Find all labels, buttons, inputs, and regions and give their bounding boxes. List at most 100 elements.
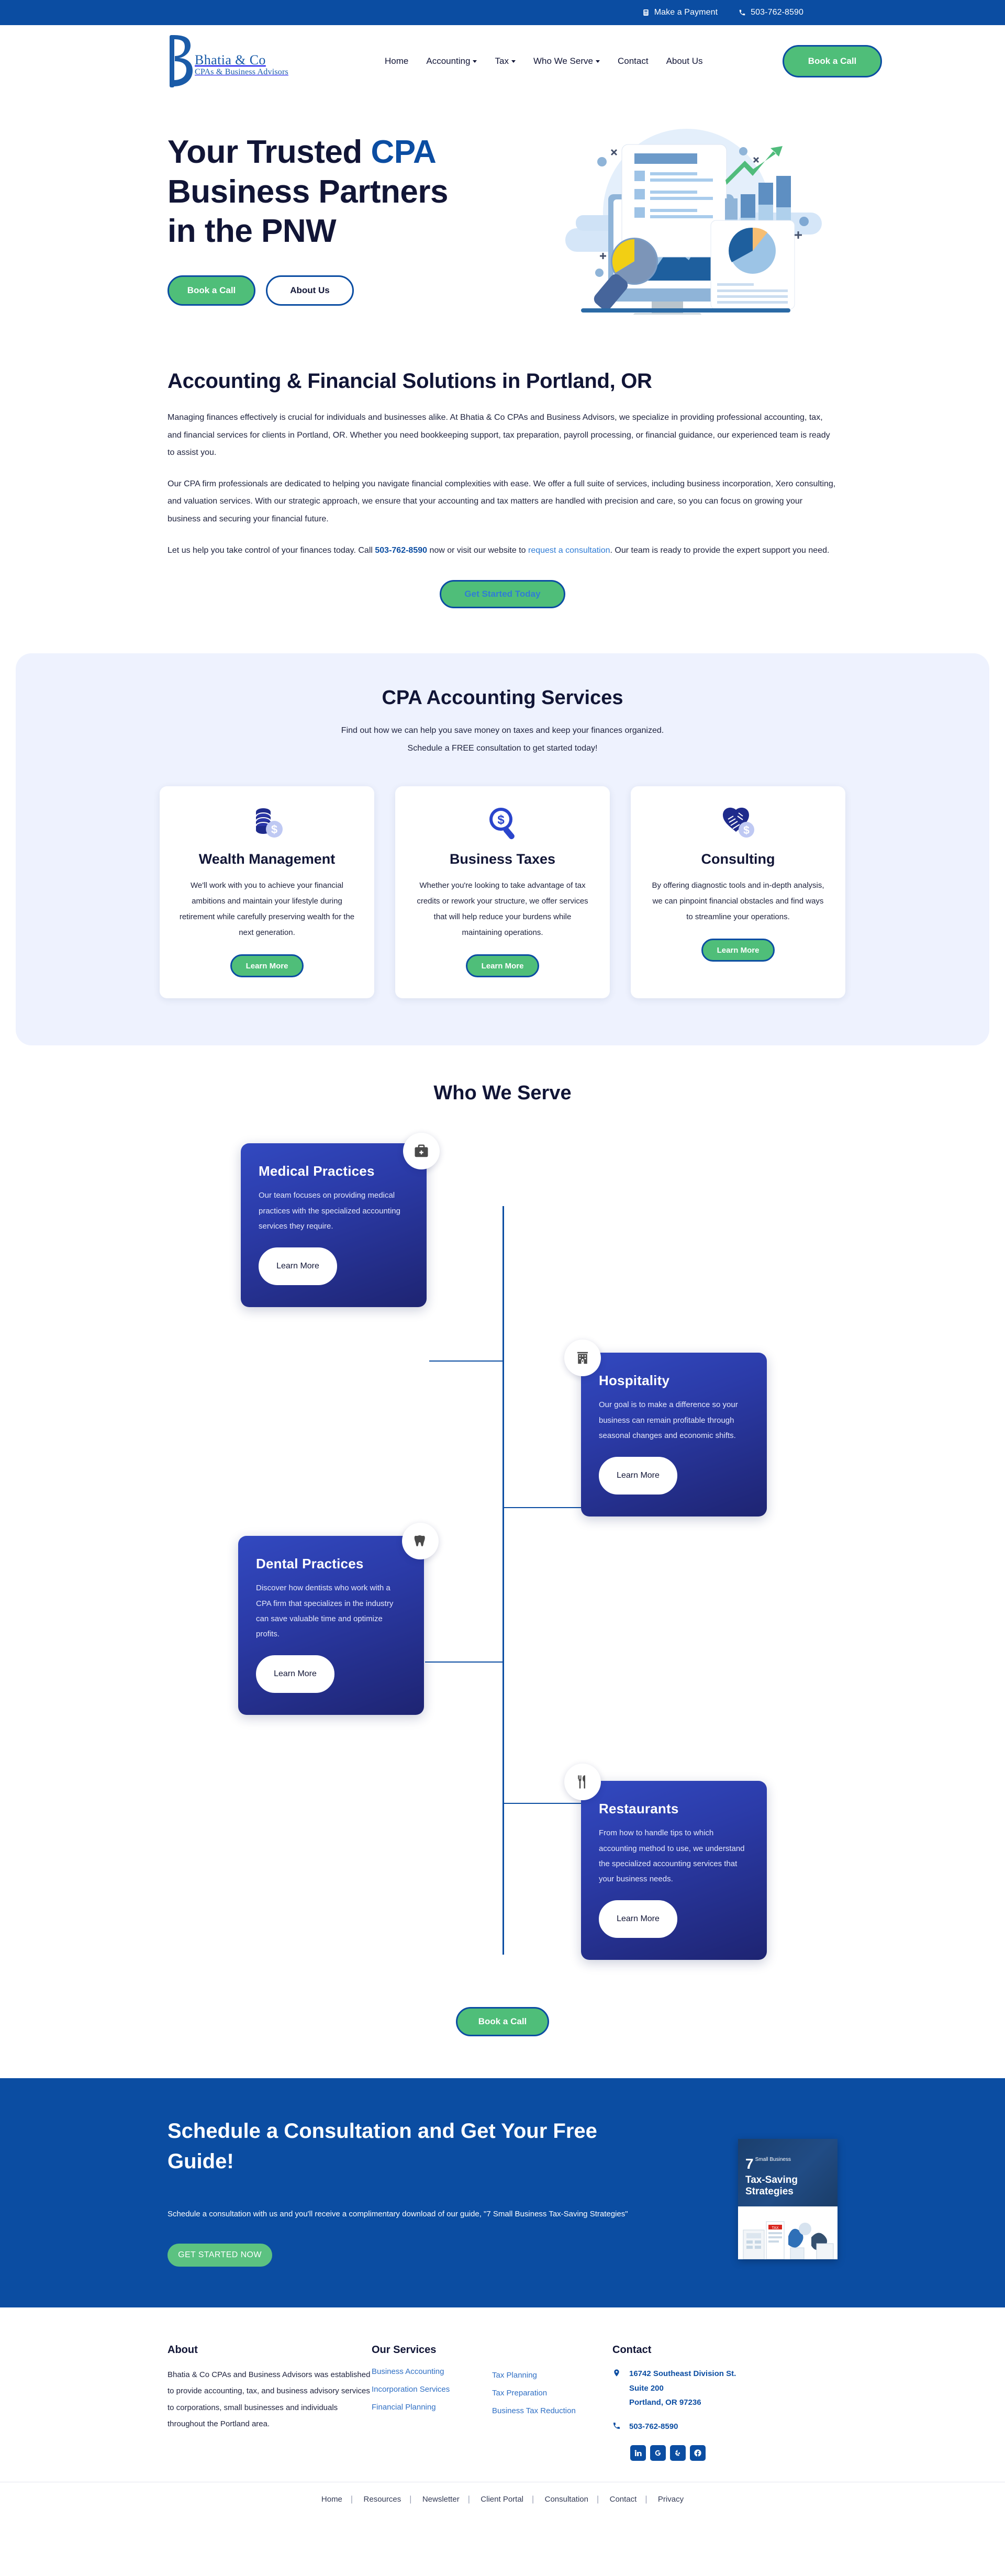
serve-card-restaurants[interactable]: Restaurants From how to handle tips to w… [581,1781,767,1960]
make-a-payment-link[interactable]: Make a Payment [642,8,718,17]
footer-separator: | [467,2494,470,2504]
service-card-consulting[interactable]: $ Consulting By offering diagnostic tool… [631,786,845,999]
footer-contact-title: Contact [612,2344,652,2356]
svg-text:TAX: TAX [772,2226,778,2230]
footer-link-incorporation-services[interactable]: Incorporation Services [372,2385,450,2394]
nav-label: Contact [617,56,649,66]
guide-cover-bottom: TAX [738,2206,838,2260]
service-card-business-taxes[interactable]: $ Business Taxes Whether you're looking … [395,786,610,999]
footer-about-title: About [168,2344,198,2356]
learn-more-button-business-taxes[interactable]: Learn More [466,954,539,978]
footer-about-body: Bhatia & Co CPAs and Business Advisors w… [168,2370,371,2429]
learn-more-button-wealth-management[interactable]: Learn More [230,954,304,978]
hero-title-line1-a: Your Trusted [168,134,371,171]
footer-bottom-link-home[interactable]: Home [321,2494,342,2504]
nav-item-accounting[interactable]: Accounting [426,56,477,66]
serve-card-hospitality[interactable]: Hospitality Our goal is to make a differ… [581,1353,767,1517]
footer-link-business-accounting[interactable]: Business Accounting [372,2367,444,2376]
footer-separator: | [350,2494,353,2504]
hotel-building-icon [564,1340,601,1377]
footer-address-line-2: Suite 200 [629,2383,664,2393]
topbar-phone-link[interactable]: 503-762-8590 [739,8,803,17]
service-card-body: By offering diagnostic tools and in-dept… [652,881,824,922]
site-logo[interactable]: Bhatia & Co CPAs & Business Advisors [168,33,325,90]
consultation-heading: Schedule a Consultation and Get Your Fre… [168,2120,597,2173]
magnifier-dollar-icon: $ [484,804,521,842]
coin-stack-dollar-icon: $ [249,804,285,842]
linkedin-icon[interactable] [630,2445,646,2461]
footer-phone-row[interactable]: 503-762-8590 [612,2419,811,2436]
consultation-body: Schedule a consultation with us and you'… [168,2210,628,2219]
hero-copy: Your Trusted CPA Business Partners in th… [168,132,502,306]
nav-label: About Us [666,56,703,66]
services-subtitle-2: Schedule a FREE consultation to get star… [407,743,598,753]
nav-item-tax[interactable]: Tax [495,56,516,66]
fork-knife-icon [564,1764,601,1801]
footer-bottom-link-consultation[interactable]: Consultation [544,2494,588,2504]
intro-heading: Accounting & Financial Solutions in Port… [168,370,652,393]
service-card-wealth-management[interactable]: $ Wealth Management We'll work with you … [160,786,374,999]
learn-more-button-dental-practices[interactable]: Learn More [256,1655,334,1693]
google-icon[interactable] [650,2445,666,2461]
footer-address: 16742 Southeast Division St. Suite 200 P… [612,2367,811,2410]
nav-item-who-we-serve[interactable]: Who We Serve [533,56,600,66]
services-heading: CPA Accounting Services [382,687,623,709]
primary-nav: Home Accounting Tax Who We Serve Contact… [385,56,703,66]
footer-link-tax-preparation[interactable]: Tax Preparation [492,2389,548,2398]
timeline-connector-restaurants [504,1803,581,1804]
learn-more-button-medical-practices[interactable]: Learn More [259,1247,337,1286]
serve-book-a-call-button[interactable]: Book a Call [456,2007,549,2037]
footer-link-business-tax-reduction[interactable]: Business Tax Reduction [492,2406,576,2416]
footer-link-tax-planning[interactable]: Tax Planning [492,2370,537,2380]
get-started-now-button[interactable]: GET STARTED NOW [168,2243,272,2267]
hero-about-us-button[interactable]: About Us [266,275,354,306]
logo-tagline: CPAs & Business Advisors [195,68,288,77]
footer-link-financial-planning[interactable]: Financial Planning [372,2403,436,2412]
header-book-a-call-button[interactable]: Book a Call [783,45,882,77]
nav-item-contact[interactable]: Contact [618,56,649,66]
get-started-today-button[interactable]: Get Started Today [440,580,565,609]
intro-cta-wrap: Get Started Today [168,573,838,609]
footer-bottom-link-client-portal[interactable]: Client Portal [481,2494,523,2504]
footer-address-line-3: Portland, OR 97236 [629,2398,701,2407]
serve-card-body: From how to handle tips to which account… [599,1828,745,1884]
footer-services-column-2: Tax Planning Tax Preparation Business Ta… [492,2344,612,2461]
chevron-down-icon [511,60,516,63]
serve-card-dental-practices[interactable]: Dental Practices Discover how dentists w… [238,1536,424,1715]
request-a-consultation-link[interactable]: request a consultation [528,545,610,555]
footer-contact-column: Contact 16742 Southeast Division St. Sui… [612,2344,811,2461]
nav-item-about-us[interactable]: About Us [666,56,703,66]
learn-more-button-consulting[interactable]: Learn More [701,939,775,962]
hero-book-a-call-button[interactable]: Book a Call [168,275,255,306]
guide-number: 7 [745,2156,754,2172]
who-we-serve-heading: Who We Serve [433,1082,572,1105]
credit-card-icon [642,9,650,16]
footer-bottom-bar: Home | Resources | Newsletter | Client Port… [0,2481,1005,2520]
learn-more-button-restaurants[interactable]: Learn More [599,1900,677,1938]
serve-card-title: Hospitality [599,1373,670,1389]
nav-item-home[interactable]: Home [385,56,408,66]
footer-bottom-link-resources[interactable]: Resources [363,2494,401,2504]
serve-card-medical-practices[interactable]: Medical Practices Our team focuses on pr… [241,1143,427,1308]
hero-title-line3: in the PNW [168,213,337,250]
beta-logo-mark [168,33,197,90]
accounting-analytics-illustration-icon [544,121,827,318]
hero-title-accent: CPA [371,134,437,171]
intro-paragraph-1: Managing finances effectively is crucial… [168,413,830,458]
who-we-serve-timeline: Medical Practices Our team focuses on pr… [0,1122,1005,1986]
facebook-icon[interactable] [690,2445,706,2461]
footer-bottom-link-contact[interactable]: Contact [609,2494,637,2504]
service-card-title: Consulting [701,851,775,867]
learn-more-button-hospitality[interactable]: Learn More [599,1457,677,1495]
services-section: CPA Accounting Services Find out how we … [16,653,989,1046]
footer-separator: | [597,2494,599,2504]
svg-text:$: $ [497,813,505,827]
footer-bottom-link-newsletter[interactable]: Newsletter [422,2494,460,2504]
footer-phone-number: 503-762-8590 [629,2422,678,2432]
logo-name: Bhatia & Co [195,52,266,68]
yelp-icon[interactable] [670,2445,686,2461]
footer-bottom-link-privacy[interactable]: Privacy [657,2494,684,2504]
site-footer: About Bhatia & Co CPAs and Business Advi… [0,2307,1005,2520]
nav-label: Who We Serve [533,56,593,66]
